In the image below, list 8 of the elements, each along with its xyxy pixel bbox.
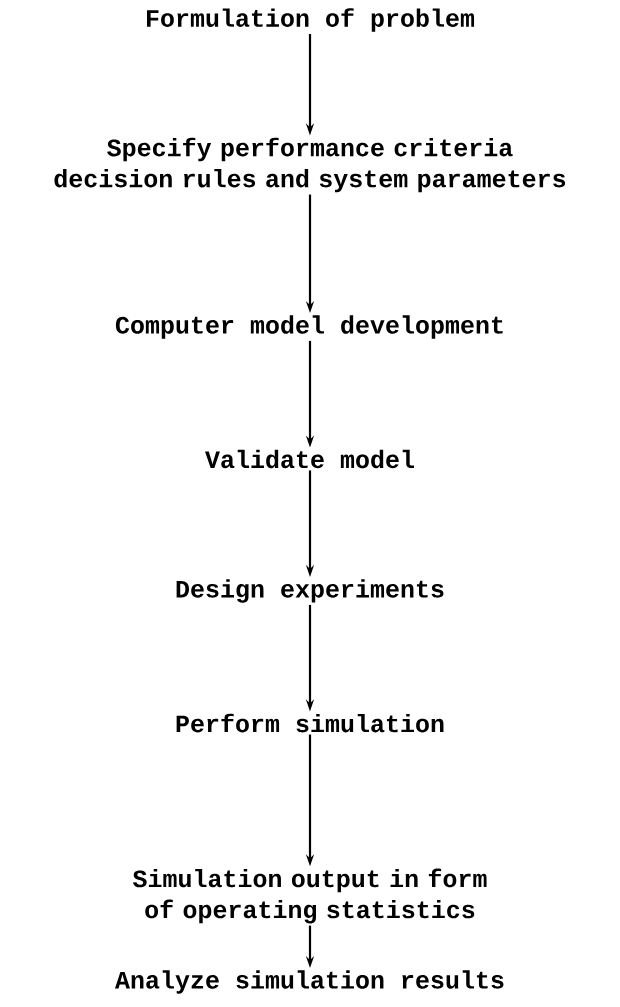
step-text: Computer model development <box>115 315 503 339</box>
step-text: Formulation of problem <box>147 8 475 32</box>
step-text: Specify performance criteria decision rules and system parameters <box>54 137 566 193</box>
step-text: Perform simulation <box>176 713 444 733</box>
step-text: Validate model <box>205 449 414 469</box>
step-text: Design experiments <box>176 579 444 603</box>
step-text: Simulation output in form of operating statistics <box>132 868 487 924</box>
step-text: Analyze simulation results <box>114 970 504 994</box>
